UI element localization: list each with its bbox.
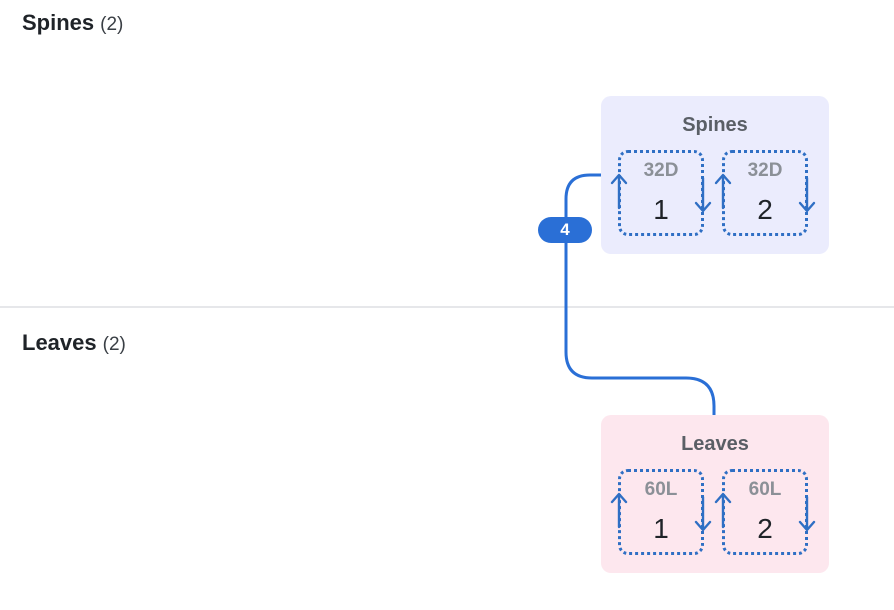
spines-card-title: Spines — [682, 114, 748, 136]
arrow-down-icon — [694, 495, 712, 532]
arrow-down-icon — [798, 176, 816, 213]
leaves-section-label: Leaves — [22, 330, 97, 355]
node-number: 2 — [757, 194, 773, 225]
leaves-section-header: Leaves (2) — [22, 330, 126, 356]
node-model: 60L — [748, 479, 782, 500]
leaf-node-1[interactable]: 60L 1 — [610, 469, 712, 555]
arrow-up-icon — [610, 492, 628, 529]
spines-section-header: Spines (2) — [22, 10, 123, 36]
arrow-up-icon — [610, 173, 628, 210]
arrow-up-icon — [714, 492, 732, 529]
link-count-badge[interactable]: 4 — [538, 217, 592, 243]
leaves-section-count: (2) — [102, 334, 126, 355]
spine-node-1[interactable]: 32D 1 — [610, 150, 712, 236]
node-number: 2 — [757, 513, 773, 544]
leaves-group-card[interactable]: Leaves 60L 1 60L 2 — [601, 415, 829, 573]
section-divider — [0, 306, 894, 308]
leaves-card-title: Leaves — [681, 433, 749, 455]
spine-node-2[interactable]: 32D 2 — [714, 150, 816, 236]
arrow-up-icon — [714, 173, 732, 210]
leaf-node-2[interactable]: 60L 2 — [714, 469, 816, 555]
node-model: 32D — [643, 160, 679, 181]
node-model: 60L — [644, 479, 678, 500]
spines-section-label: Spines — [22, 10, 95, 35]
node-model: 32D — [747, 160, 783, 181]
arrow-down-icon — [798, 495, 816, 532]
node-number: 1 — [653, 513, 669, 544]
spines-group-card[interactable]: Spines 32D 1 32D 2 — [601, 96, 829, 254]
spines-section-count: (2) — [100, 14, 124, 35]
arrow-down-icon — [694, 176, 712, 213]
node-number: 1 — [653, 194, 669, 225]
